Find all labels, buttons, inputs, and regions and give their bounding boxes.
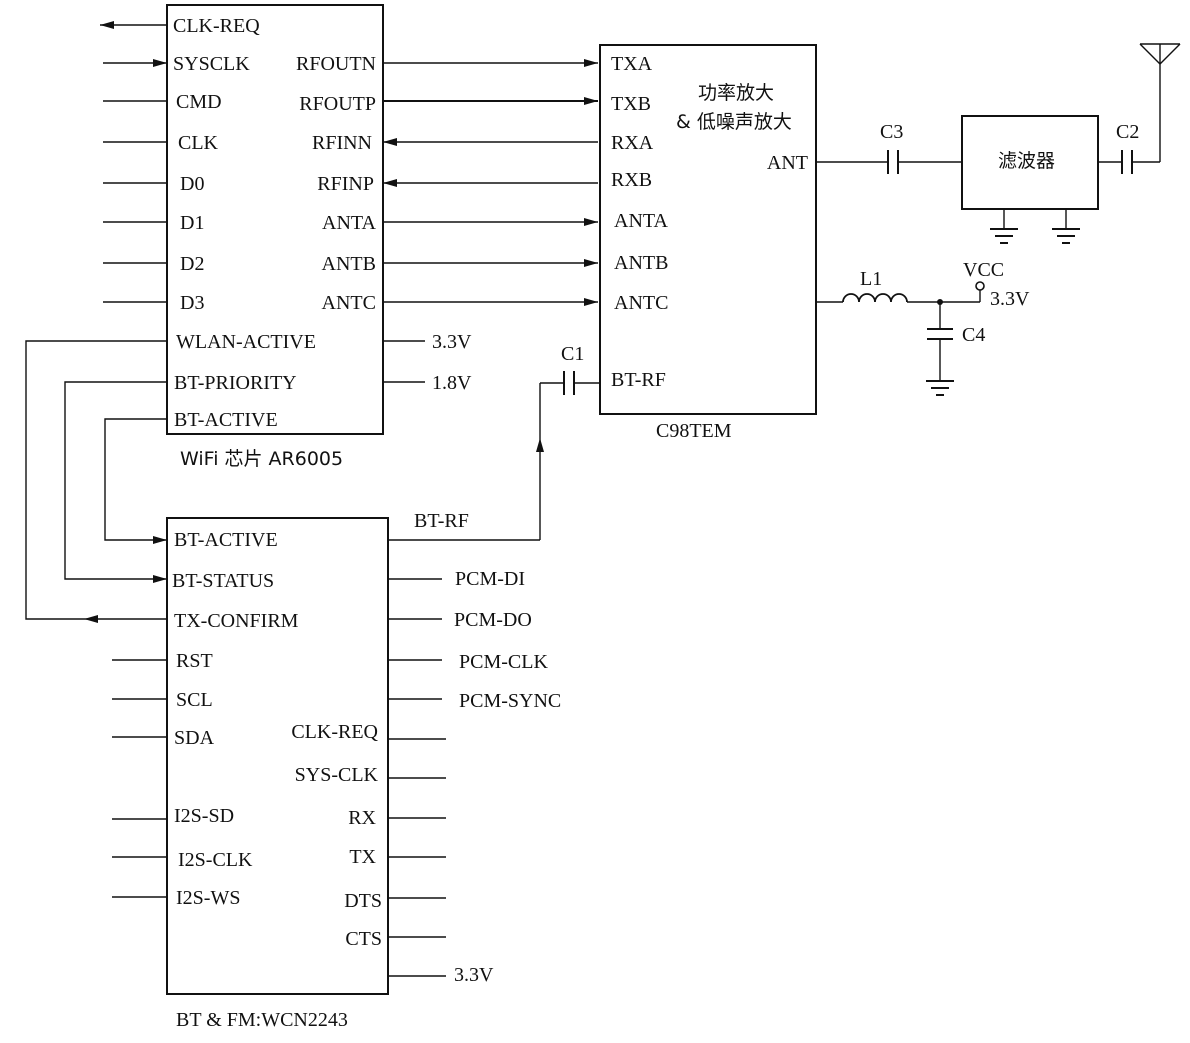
bt-rf-path: C1 [388,343,600,541]
wifi-pin-cmd: CMD [176,91,222,113]
cap-c3-label: C3 [880,121,903,143]
cap-c1-label: C1 [561,343,584,365]
bt-pin-tx: TX [349,846,376,868]
bt-pin-dts: DTS [344,890,382,912]
fem-chip-caption: C98TEM [656,420,732,442]
bt-out-pcm-di: PCM-DI [455,568,525,590]
wifi-pin-rfoutn: RFOUTN [296,53,376,75]
supply-filter: L1 VCC 3.3V C4 [816,259,1030,396]
wifi-pin-d3: D3 [180,292,204,314]
wifi-supply-1v8: 1.8V [432,372,472,394]
vcc-value: 3.3V [990,288,1030,310]
cap-c2-label: C2 [1116,121,1139,143]
wifi-pin-sysclk: SYSCLK [173,53,250,75]
wifi-pin-anta: ANTA [322,212,377,234]
wifi-pin-rfinp: RFINP [317,173,374,195]
wifi-pin-wlan-active: WLAN-ACTIVE [176,331,316,353]
rf-bus [383,59,598,306]
bt-pin-sda: SDA [174,727,215,749]
bt-out-pcm-clk: PCM-CLK [459,651,548,673]
wifi-pin-d0: D0 [180,173,204,195]
bt-pin-i2s-sd: I2S-SD [174,805,234,827]
coex-wires [25,340,167,623]
wifi-pin-d2: D2 [180,253,204,275]
bt-pin-i2s-clk: I2S-CLK [178,849,253,871]
wifi-pin-rfinn: RFINN [312,132,372,154]
wifi-pin-rfoutp: RFOUTP [299,93,376,115]
vcc-label: VCC [963,259,1004,281]
fem-pin-anta: ANTA [614,210,669,232]
fem-pin-txb: TXB [611,93,651,115]
bt-pin-i2s-ws: I2S-WS [176,887,240,909]
fem-pin-antc: ANTC [614,292,668,314]
clk-req-out-arrow [100,21,114,29]
wifi-pin-clk: CLK [178,132,219,154]
bt-pin-rst: RST [176,650,213,672]
inductor-l1-symbol [842,293,908,303]
antenna-icon [1139,43,1181,65]
filter-label: 滤波器 [998,150,1055,172]
bt-out-3v3: 3.3V [454,964,494,986]
fem-function-line1: 功率放大 [698,82,774,104]
antenna-path: C3 滤波器 C2 [816,43,1181,244]
bt-pin-rx: RX [348,807,376,829]
bt-pin-cts: CTS [345,928,382,950]
bt-pin-tx-confirm: TX-CONFIRM [174,610,299,632]
fem-pin-rxb: RXB [611,169,652,191]
bt-pin-clk-req: CLK-REQ [291,721,378,743]
bt-pin-scl: SCL [176,689,213,711]
wifi-pin-d1: D1 [180,212,204,234]
cap-c4-label: C4 [962,324,985,346]
wifi-supply-3v3: 3.3V [432,331,472,353]
fem-chip-box [599,44,817,415]
wifi-pin-clk-req: CLK-REQ [173,15,260,37]
wifi-pin-bt-active: BT-ACTIVE [174,409,278,431]
bt-pin-sys-clk: SYS-CLK [295,764,379,786]
fem-pin-rxa: RXA [611,132,654,154]
bt-chip-caption: BT & FM:WCN2243 [176,1009,348,1031]
bt-pin-bt-active: BT-ACTIVE [174,529,278,551]
fem-pin-ant: ANT [767,152,808,174]
fem-pin-bt-rf: BT-RF [611,369,666,391]
bt-out-pcm-do: PCM-DO [454,609,532,631]
vcc-terminal-icon [975,281,985,291]
fem-chip: TXA TXB RXA RXB ANTA ANTB ANTC BT-RF 功率放… [599,44,817,442]
bt-pin-bt-status: BT-STATUS [172,570,274,592]
inductor-l1-label: L1 [860,268,882,290]
fem-function-line2: & 低噪声放大 [676,111,792,133]
wifi-pin-bt-priority: BT-PRIORITY [174,372,297,394]
bt-out-pcm-sync: PCM-SYNC [459,690,561,712]
wifi-chip-box [166,4,384,435]
wifi-chip: CLK-REQ SYSCLK CMD CLK D0 D1 D2 D3 WLAN-… [100,4,472,470]
wifi-chip-caption: WiFi 芯片 AR6005 [180,448,343,470]
fem-pin-antb: ANTB [614,252,668,274]
bt-chip: BT-ACTIVE BT-STATUS TX-CONFIRM RST SCL S… [112,510,561,1031]
fem-pin-txa: TXA [611,53,653,75]
bt-out-bt-rf: BT-RF [414,510,469,532]
bt-chip-box [166,517,389,995]
wifi-pin-antb: ANTB [322,253,376,275]
wifi-pin-antc: ANTC [322,292,376,314]
